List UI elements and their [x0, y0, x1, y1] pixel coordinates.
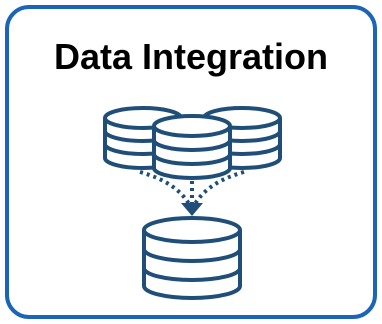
card-title: Data Integration	[53, 36, 329, 77]
target-database-icon	[142, 216, 242, 300]
arrow-head-icon	[181, 203, 203, 216]
source-database-middle-icon	[152, 114, 232, 180]
